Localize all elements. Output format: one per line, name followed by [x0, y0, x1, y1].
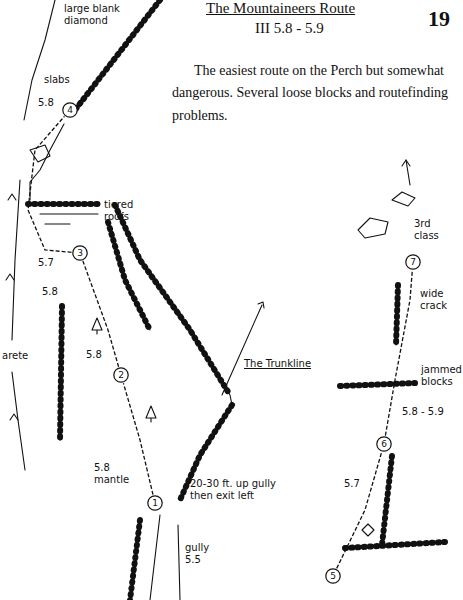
belay-number: 3	[77, 248, 83, 258]
belay-number: 4	[67, 105, 73, 115]
grade-label: 5.8	[86, 349, 102, 361]
belay-number: 5	[330, 571, 336, 581]
belay-circle: 3	[72, 245, 88, 261]
circle-shape	[73, 246, 87, 260]
circle-shape	[377, 437, 391, 451]
belay-circle: 4	[62, 102, 78, 118]
belay-circle: 6	[376, 436, 392, 452]
route-note: 20-30 ft. up gully then exit left	[190, 478, 282, 501]
belay-number: 6	[381, 439, 387, 449]
circle-shape	[326, 569, 340, 583]
grade-label: 5.8	[38, 97, 54, 109]
feature-label: 3rd class	[414, 218, 458, 241]
feature-label: jammed blocks	[421, 364, 461, 387]
circle-shape	[406, 255, 420, 269]
route-note: The easiest route on the Perch but somew…	[172, 60, 460, 127]
belay-number: 7	[410, 257, 416, 267]
feature-label: wide crack	[420, 288, 458, 311]
grade-label: 5.8	[42, 286, 58, 298]
belay-circle: 5	[325, 568, 341, 584]
circle-shape	[114, 368, 128, 382]
feature-label: gully 5.5	[185, 542, 223, 565]
circle-shape	[63, 103, 77, 117]
feature-label: slabs	[44, 74, 70, 86]
belay-circle: 7	[405, 254, 421, 270]
belay-circle: 2	[113, 367, 129, 383]
grade-label: 5.8 mantle	[94, 462, 132, 485]
grade: III 5.8 - 5.9	[255, 20, 324, 37]
route-title: The Mountaineers Route	[206, 0, 355, 17]
grade-label: 5.8 - 5.9	[402, 406, 444, 418]
belay-circle: 1	[147, 495, 163, 511]
belay-number: 2	[118, 370, 124, 380]
grade-label: 5.7	[344, 478, 360, 490]
belay-number: 1	[152, 498, 158, 508]
route-line	[28, 116, 72, 252]
circle-shape	[148, 496, 162, 510]
feature-label: arete	[2, 350, 28, 362]
grade-label: 5.7	[38, 257, 54, 269]
feature-label: tiered roofs	[104, 199, 148, 222]
page-number: 19	[428, 6, 450, 31]
route-name: The Trunkline	[244, 358, 311, 370]
route-line	[337, 452, 382, 568]
route-line	[83, 261, 119, 367]
feature-label: large blank diamond	[64, 3, 126, 26]
